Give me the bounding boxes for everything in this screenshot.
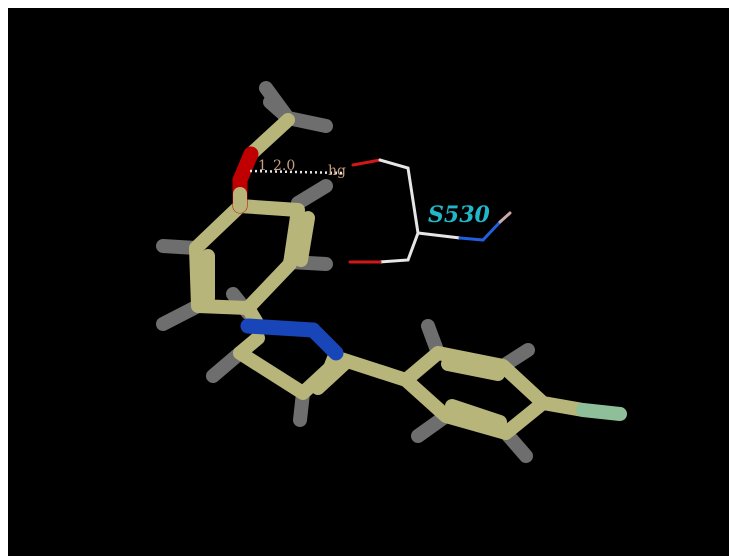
nitrogen-stick	[240, 318, 321, 338]
nitrogen-group	[240, 318, 344, 361]
hydrogen-wire	[498, 211, 512, 224]
backbone-wire	[378, 158, 420, 264]
oxygen-wire	[351, 158, 382, 167]
hydrogen-bonds-group	[156, 81, 535, 463]
hydrogen-stick	[291, 179, 333, 210]
molecule-scene[interactable]: 1 2.0 hg S530	[8, 8, 729, 556]
backbone-wire	[416, 231, 462, 240]
hbond-dotted-line	[249, 169, 345, 175]
hbond-suffix-label: hg	[328, 163, 346, 179]
nitrogen-wire	[458, 236, 485, 242]
nitrogen-stick	[305, 322, 344, 361]
carbon-stick	[294, 211, 315, 267]
serine-residue-wire	[348, 158, 512, 264]
fluorine-stick	[576, 403, 627, 421]
residue-label: S530	[428, 202, 491, 228]
carbon-stick	[331, 351, 413, 387]
nitrogen-wire	[481, 220, 502, 242]
carbon-stick	[244, 113, 295, 161]
molecule-viewer[interactable]: 1 2.0 hg S530	[8, 8, 729, 556]
carbon-stick	[445, 399, 507, 429]
hbond-prefix-label: 1	[258, 158, 267, 174]
carbon-ring-pyrrolidine	[233, 331, 343, 400]
hbond-distance-label: 2.0	[273, 158, 295, 174]
carbon-stick	[441, 357, 505, 381]
carbon-bonds-group	[189, 113, 590, 440]
carbon-stick	[311, 357, 351, 395]
